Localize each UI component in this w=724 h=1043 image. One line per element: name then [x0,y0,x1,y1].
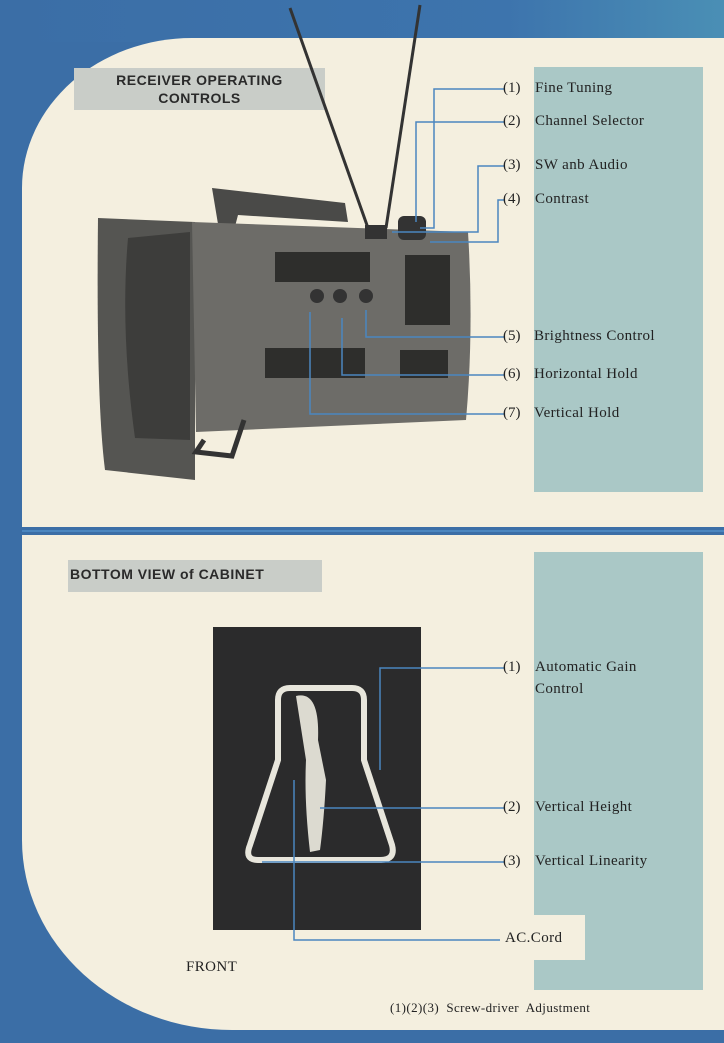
tv-stand [191,419,247,459]
cabinet-stand-outline [245,685,396,863]
front-label: FRONT [186,959,238,975]
antenna-right [384,4,422,229]
bottom-view-heading: BOTTOM VIEW of CABINET [68,560,322,592]
control-sw-audio: SW anb Audio [535,157,628,173]
screwdriver-footnote: (1)(2)(3) Screw-driver Adjustment [390,1000,591,1015]
receiver-controls-heading: RECEIVER OPERATING CONTROLS [74,68,325,110]
knob-fine-tuning [365,225,387,239]
top-leader-lines [309,88,504,415]
control-brightness: Brightness Control [534,328,655,344]
control-1-number: (1) [503,80,521,96]
bottom-control-1-number: (1) [503,659,521,675]
knob-5 [359,289,373,303]
control-automatic-gain: Automatic Gain [535,659,637,675]
tv-handle [212,188,348,238]
bottom-control-2-number: (2) [503,799,521,815]
control-channel-selector: Channel Selector [535,113,645,129]
control-contrast: Contrast [535,191,590,207]
ac-cord-label-box [500,915,585,960]
control-vertical-hold: Vertical Hold [534,405,620,421]
control-5-number: (5) [503,328,521,344]
control-vertical-linearity: Vertical Linearity [535,853,648,869]
control-6-number: (6) [503,366,521,382]
control-vertical-height: Vertical Height [535,799,633,815]
tv-screen [125,232,190,440]
control-3-number: (3) [503,157,521,173]
divider-line [22,530,724,532]
control-automatic-gain-line2: Control [535,681,584,697]
tv-grilles [265,252,450,378]
control-4-number: (4) [503,191,521,207]
heading-line-1: RECEIVER OPERATING [116,72,283,88]
top-label-panel [534,67,703,492]
knob-6 [333,289,347,303]
ac-cord-label: AC.Cord [505,930,563,946]
bottom-control-3-number: (3) [503,853,521,869]
heading-line-2: CONTROLS [158,90,241,106]
control-horizontal-hold: Horizontal Hold [534,366,638,382]
tv-cabinet-side [192,222,471,432]
control-7-number: (7) [503,405,521,421]
control-2-number: (2) [503,113,521,129]
knob-7 [310,289,324,303]
ac-cord-coil [296,695,326,852]
bottom-leader-lines [262,667,504,941]
top-blue-band [0,0,724,42]
antenna-left [288,7,370,229]
control-fine-tuning: Fine Tuning [535,80,613,96]
knob-channel [398,216,426,240]
